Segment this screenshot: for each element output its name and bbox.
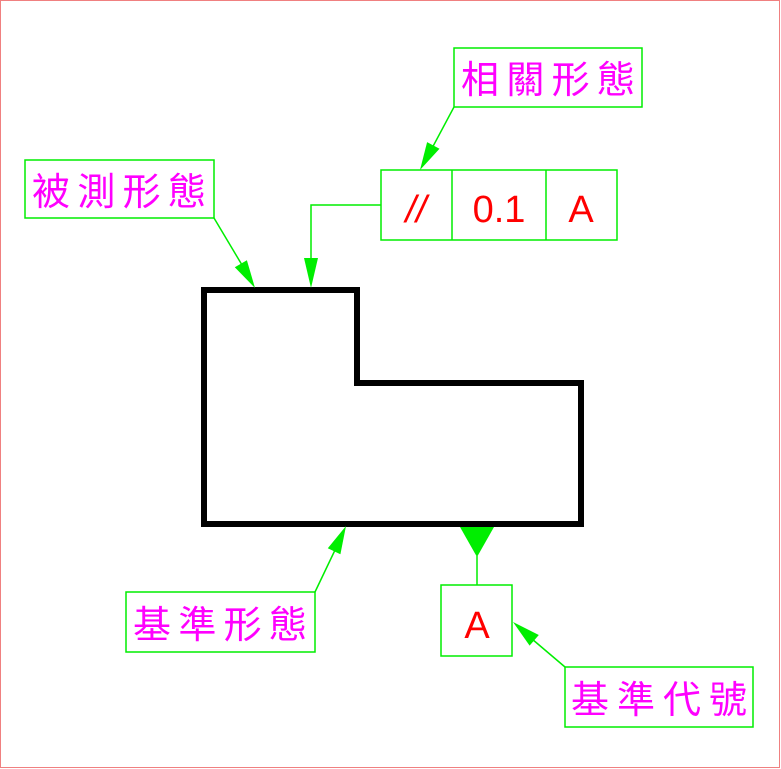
datum-letter: A [464,605,490,647]
related-feature-callout: 相關形態 [420,47,643,170]
arrowhead-icon [234,260,255,288]
datum-triangle-icon [460,527,494,557]
datum-symbol-callout: 基準代號 [513,622,754,728]
leader-line [213,217,246,271]
measured-feature-label: 被測形態 [32,170,206,214]
measured-feature-box [24,159,215,219]
fcf-leader-line [310,204,381,262]
leader-line [531,638,566,668]
datum-symbol-label: 基準代號 [571,678,747,722]
feature-control-frame: // 0.1 A [304,169,618,288]
arrowhead-icon [513,622,539,646]
datum-reference: A [568,189,594,231]
leader-line [429,106,455,153]
datum-feature-callout: 基準形態 [125,526,346,653]
measured-feature-callout: 被測形態 [24,159,255,288]
tolerance-value: 0.1 [473,189,526,231]
datum-symbol-box [564,666,754,728]
leader-line [314,547,337,593]
related-feature-label: 相關形態 [461,58,635,102]
arrowhead-icon [327,526,346,555]
datum-feature-label: 基準形態 [133,603,307,647]
arrowhead-icon [304,258,318,288]
datum-feature-box [125,591,316,653]
parallelism-symbol: // [402,189,430,231]
part-outline [201,287,584,527]
datum-box [440,584,513,657]
related-feature-box [453,47,643,108]
datum-symbol: A [440,527,513,657]
arrowhead-icon [420,142,440,170]
